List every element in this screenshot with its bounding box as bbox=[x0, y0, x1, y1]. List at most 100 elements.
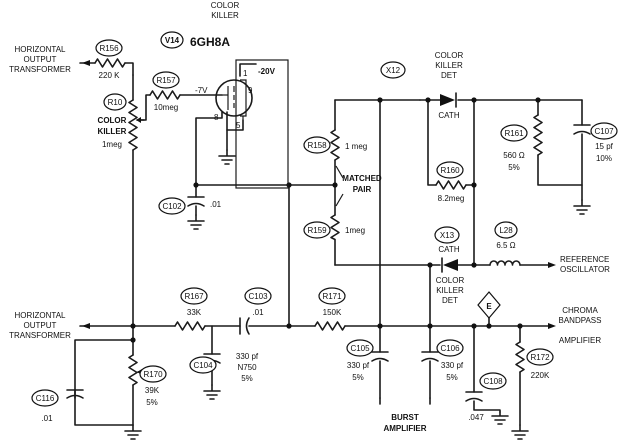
x13-ref: X13 bbox=[440, 231, 455, 240]
x12-name-1: COLOR bbox=[435, 51, 464, 60]
r170-ref: R170 bbox=[143, 370, 163, 379]
x13-name-3: DET bbox=[442, 296, 458, 305]
matched-pair-1: MATCHED bbox=[342, 174, 382, 183]
capacitor-c107 bbox=[573, 124, 591, 135]
hot-label-1b: OUTPUT bbox=[24, 55, 57, 64]
r10-name-2: KILLER bbox=[98, 127, 127, 136]
color-killer-title-1: COLOR bbox=[211, 1, 240, 10]
c102-ref: C102 bbox=[162, 202, 182, 211]
diode-x12 bbox=[440, 92, 457, 108]
r159-ref: R159 bbox=[307, 226, 327, 235]
c108-value: .047 bbox=[468, 413, 484, 422]
l28-ref: L28 bbox=[499, 226, 513, 235]
r159-value: 1meg bbox=[345, 226, 365, 235]
io-arrows bbox=[82, 60, 556, 329]
arrow-icon bbox=[548, 262, 556, 268]
r157-ref: R157 bbox=[156, 76, 176, 85]
c105-ref: C105 bbox=[350, 344, 370, 353]
ground-icon bbox=[511, 424, 529, 440]
ref-osc-1: REFERENCE bbox=[560, 255, 609, 264]
r160-value: 8.2meg bbox=[438, 194, 465, 203]
x13-name-2: KILLER bbox=[436, 286, 464, 295]
r160-ref: R160 bbox=[440, 166, 460, 175]
component-bubbles bbox=[31, 31, 618, 407]
potentiometer-r10 bbox=[128, 99, 138, 151]
c106-ref: C106 bbox=[440, 344, 460, 353]
arrow-icon bbox=[548, 323, 556, 329]
c107-tol: 10% bbox=[596, 154, 612, 163]
hot-label-1c: TRANSFORMER bbox=[9, 65, 71, 74]
capacitor-c108 bbox=[465, 391, 483, 402]
matched-pair-arrow-icon bbox=[335, 165, 344, 207]
c103-value: .01 bbox=[252, 308, 264, 317]
r10-ref: R10 bbox=[108, 98, 123, 107]
diodes bbox=[440, 92, 458, 273]
resistor-r161 bbox=[533, 114, 543, 156]
test-point-e: E bbox=[486, 302, 492, 311]
capacitor-c102 bbox=[187, 196, 205, 207]
resistor-r171 bbox=[314, 321, 346, 331]
r170-value: 39K bbox=[145, 386, 160, 395]
grounds bbox=[124, 149, 591, 440]
r161-value: 560 Ω bbox=[503, 151, 525, 160]
arrow-icon bbox=[82, 323, 90, 329]
x12-name-3: DET bbox=[441, 71, 457, 80]
r170-tol: 5% bbox=[146, 398, 158, 407]
ground-icon bbox=[491, 411, 509, 425]
test-point-e-icon bbox=[477, 291, 501, 319]
capacitor-c116 bbox=[66, 389, 84, 399]
c105-value-1: 330 pf bbox=[347, 361, 370, 370]
inductor-l28 bbox=[489, 260, 521, 266]
x12-cath: CATH bbox=[438, 111, 459, 120]
chroma-3: AMPLIFIER bbox=[559, 336, 601, 345]
resistor-r160 bbox=[435, 180, 467, 190]
ground-icon bbox=[124, 424, 142, 440]
r10-value: 1meg bbox=[102, 140, 122, 149]
c106-value-1: 330 pf bbox=[441, 361, 464, 370]
c116-ref: C116 bbox=[36, 394, 55, 403]
capacitor-c105 bbox=[371, 351, 389, 362]
tube-ref: V14 bbox=[165, 36, 180, 45]
pin-9: 9 bbox=[248, 86, 253, 95]
potentiometer-r170 bbox=[128, 354, 138, 386]
c104-ref: C104 bbox=[193, 361, 213, 370]
c106-value-2: 5% bbox=[446, 373, 458, 382]
junction-dots bbox=[130, 97, 541, 343]
ground-icon bbox=[218, 149, 236, 165]
r161-ref: R161 bbox=[504, 129, 524, 138]
c104-value-2: N750 bbox=[237, 363, 257, 372]
ref-osc-2: OSCILLATOR bbox=[560, 265, 610, 274]
resistor-r157 bbox=[149, 90, 181, 100]
color-killer-title-2: KILLER bbox=[211, 11, 239, 20]
plate-voltage: -20V bbox=[258, 67, 276, 76]
c108-ref: C108 bbox=[483, 377, 503, 386]
hot-label-1a: HORIZONTAL bbox=[15, 45, 67, 54]
r156-value: 220 K bbox=[99, 71, 121, 80]
pin-1: 1 bbox=[243, 69, 248, 78]
resistor-r159 bbox=[330, 214, 340, 241]
c116-value: .01 bbox=[41, 414, 53, 423]
r10-name-1: COLOR bbox=[98, 116, 127, 125]
ground-icon bbox=[203, 384, 221, 400]
labels: COLOR KILLER V14 6GH8A HORIZONTAL OUTPUT… bbox=[9, 1, 614, 433]
ground-icon bbox=[187, 214, 205, 230]
capacitor-c103 bbox=[239, 317, 250, 335]
capacitor-c106 bbox=[421, 351, 439, 362]
r156-ref: R156 bbox=[99, 44, 119, 53]
r158-ref: R158 bbox=[307, 141, 327, 150]
vacuum-tube-v14 bbox=[215, 59, 289, 189]
c104-value-3: 5% bbox=[241, 374, 253, 383]
r171-value: 150K bbox=[323, 308, 342, 317]
resistor-r172 bbox=[515, 341, 525, 373]
burst-amp-1: BURST bbox=[391, 413, 419, 422]
c104-value-1: 330 pf bbox=[236, 352, 259, 361]
c103-ref: C103 bbox=[248, 292, 268, 301]
wiring bbox=[74, 62, 583, 426]
r167-value: 33K bbox=[187, 308, 202, 317]
chroma-2: BANDPASS bbox=[559, 316, 602, 325]
burst-amp-2: AMPLIFIER bbox=[383, 424, 426, 433]
chroma-1: CHROMA bbox=[562, 306, 598, 315]
pin-5: 5 bbox=[236, 121, 241, 130]
resistor-r156 bbox=[94, 58, 126, 68]
